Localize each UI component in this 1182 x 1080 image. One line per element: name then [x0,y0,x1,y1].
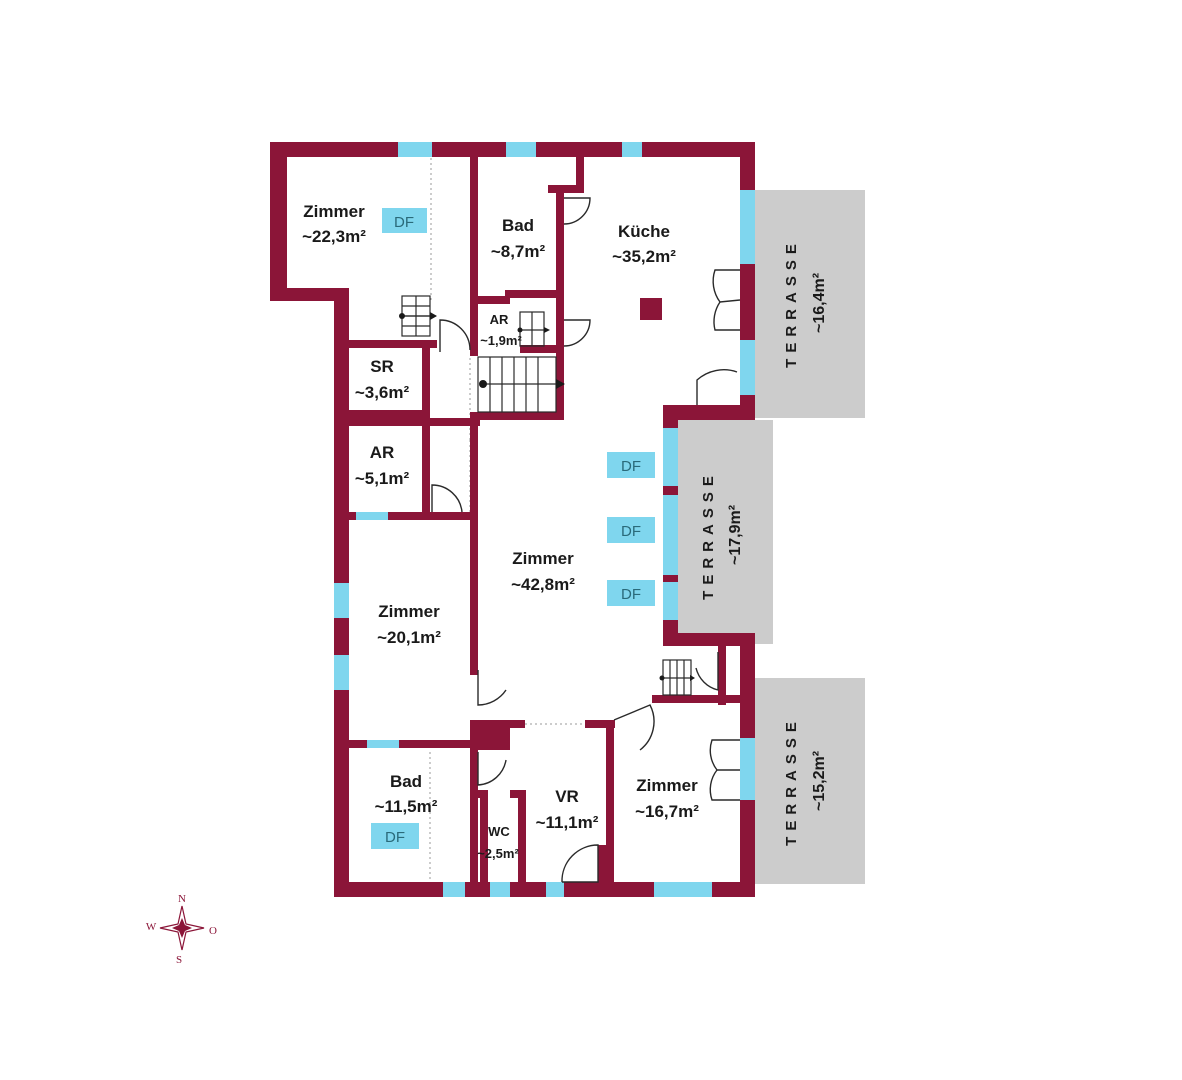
terrace-labels: TERRASSE ~16,4m² TERRASSE ~17,9m² TERRAS… [700,238,828,846]
terraces [677,190,865,884]
df-badge [607,580,655,606]
room-area-bad-bottom: ~11,5m² [375,797,438,816]
room-area-zimmer-se: ~16,7m² [635,802,699,821]
compass-o: O [209,925,217,937]
df-label: DF [621,586,641,603]
room-name-ar-small: AR [490,312,509,327]
df-badge [382,208,427,233]
room-area-wc: ~2,5m² [477,846,519,861]
terrace-top [755,190,865,418]
room-name-bad-bottom: Bad [390,772,422,791]
room-area-kueche: ~35,2m² [612,247,676,266]
room-name-kueche: Küche [618,222,670,241]
terrace-mid [677,420,773,644]
room-name-sr: SR [370,357,394,376]
room-name-wc: WC [488,824,510,839]
room-name-vr: VR [555,787,579,806]
terrace-area-bottom: ~15,2m² [811,751,828,811]
room-name-bad-top: Bad [502,216,534,235]
room-area-ar-small: ~1,9m² [480,333,522,348]
room-area-sr: ~3,6m² [355,383,410,402]
df-badge [371,823,419,849]
room-name-zimmer-center: Zimmer [512,549,574,568]
terrace-label-top: TERRASSE [783,238,800,368]
room-area-zimmer-center: ~42,8m² [511,575,575,594]
room-name-zimmer-se: Zimmer [636,776,698,795]
room-name-ar-mid: AR [370,443,395,462]
df-badge [607,517,655,543]
terrace-label-mid: TERRASSE [700,470,717,600]
windows [334,142,755,897]
room-area-vr: ~11,1m² [536,813,599,832]
room-labels: Zimmer ~22,3m² Bad ~8,7m² Küche ~35,2m² … [302,202,699,861]
terrace-bottom [755,678,865,884]
dotted-lines [429,158,585,882]
df-badge [607,452,655,478]
df-label: DF [621,458,641,475]
stair-markers [399,312,695,681]
terrace-area-top: ~16,4m² [811,273,828,333]
compass-n: N [178,893,186,905]
room-area-ar-mid: ~5,1m² [355,469,410,488]
compass-icon: N S W O [146,893,217,966]
terrace-area-mid: ~17,9m² [727,505,744,565]
terrace-label-bottom: TERRASSE [783,716,800,846]
room-area-zimmer-west: ~20,1m² [377,628,441,647]
room-area-bad-top: ~8,7m² [491,242,546,261]
compass-w: W [146,921,157,933]
df-label: DF [385,829,405,846]
df-label: DF [621,523,641,540]
df-badges: DF DF DF DF DF [371,208,655,849]
doors [431,197,741,883]
df-label: DF [394,214,414,231]
stairs [401,295,692,696]
room-area-zimmer-nw: ~22,3m² [302,227,366,246]
compass-s: S [176,954,182,966]
room-name-zimmer-west: Zimmer [378,602,440,621]
room-name-zimmer-nw: Zimmer [303,202,365,221]
